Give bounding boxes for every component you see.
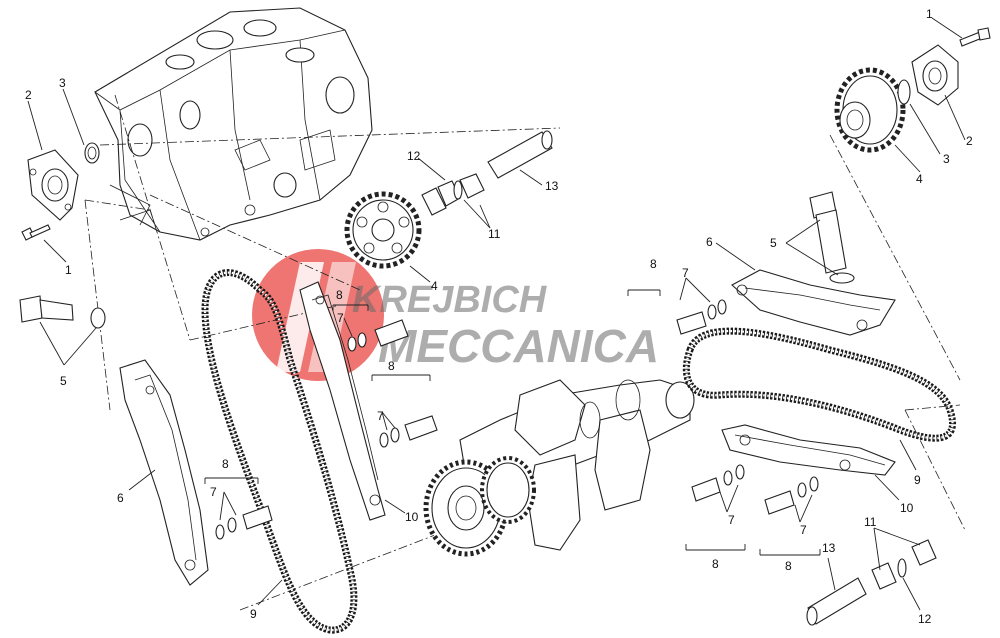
part-6-guide-left [119, 359, 209, 586]
callout-8-right-mid: 8 [712, 557, 719, 571]
callout-12-bottom: 12 [918, 612, 932, 626]
crank-gear-small [480, 456, 536, 524]
part-9-chain-left [201, 269, 358, 634]
part-9-chain-right [682, 327, 956, 442]
part-12-spacer-bottom [897, 558, 907, 578]
callout-7-center-lower: 7 [377, 409, 384, 423]
watermark-line1: KREJBICH [352, 279, 548, 321]
watermark-line2: MECCANICA [378, 320, 659, 372]
callout-9-right: 9 [914, 473, 921, 487]
part-11-bearings-bottom [871, 539, 937, 590]
callout-numbers: 2 3 1 5 6 8 7 9 12 11 13 4 8 7 8 7 10 8 … [25, 7, 973, 626]
part-13-pin-top [487, 130, 553, 179]
part-2-cover-right [911, 44, 959, 106]
callout-8-right-upper: 8 [650, 257, 657, 271]
callout-5-left: 5 [60, 374, 67, 388]
part-8-stud-left [215, 505, 273, 540]
part-8-stud-center-upper [347, 319, 409, 352]
callout-8-center-upper: 8 [336, 288, 343, 302]
part-6-guide-right [731, 269, 896, 336]
part-8-stud-right-mid [691, 464, 745, 502]
callout-9-left: 9 [250, 607, 257, 621]
callout-1-left: 1 [65, 263, 72, 277]
part-1-bolt-left [21, 224, 51, 241]
callout-8-left: 8 [222, 457, 229, 471]
callout-7-left: 7 [210, 485, 217, 499]
callout-10-right: 10 [900, 501, 914, 515]
part-11-bearings-top [421, 173, 485, 216]
callout-4-center: 4 [431, 279, 438, 293]
callout-1-right: 1 [926, 7, 933, 21]
callout-12-top: 12 [407, 149, 421, 163]
callout-11-bottom: 11 [864, 515, 877, 529]
callout-13-bottom: 13 [822, 541, 836, 555]
callout-6-right: 6 [706, 235, 713, 249]
callout-11-top: 11 [488, 227, 501, 241]
part-10-guide-center [299, 281, 386, 521]
part-8-stud-right-upper [676, 299, 727, 335]
part-5-tensioner-right [809, 191, 855, 284]
callout-6-left: 6 [117, 491, 124, 505]
part-5-tensioner-left [19, 295, 106, 329]
leader-lines [27, 17, 966, 611]
callout-7-right-mid: 7 [728, 513, 735, 527]
part-8-stud-right-lower [764, 476, 819, 515]
callout-2-left: 2 [25, 88, 32, 102]
part-10-guide-right [721, 424, 896, 476]
part-3-oring-right [897, 79, 911, 105]
part-1-bolt-right [959, 27, 991, 47]
callout-13-top: 13 [545, 179, 559, 193]
callout-5-right: 5 [770, 236, 777, 250]
callout-8-center-lower: 8 [388, 359, 395, 373]
part-3-oring-left [84, 142, 100, 164]
callout-7-right-lower: 7 [800, 523, 807, 537]
part-8-stud-center-lower [379, 415, 438, 448]
part-2-cover-left [27, 149, 79, 221]
callout-10-center: 10 [405, 510, 419, 524]
callout-7-center-upper: 7 [337, 311, 344, 325]
part-12-spacer-top [453, 180, 463, 200]
callout-3-left: 3 [59, 76, 66, 90]
part-13-pin-bottom [806, 577, 867, 626]
part-4-sprocket-center [344, 191, 422, 269]
callout-3-right: 3 [943, 152, 950, 166]
cylinder-head [94, 7, 373, 241]
callout-7-right-upper: 7 [682, 266, 689, 280]
callout-8-right-lower: 8 [785, 559, 792, 573]
callout-4-right: 4 [916, 172, 923, 186]
callout-2-right: 2 [966, 134, 973, 148]
part-4-sprocket-right [834, 67, 906, 153]
